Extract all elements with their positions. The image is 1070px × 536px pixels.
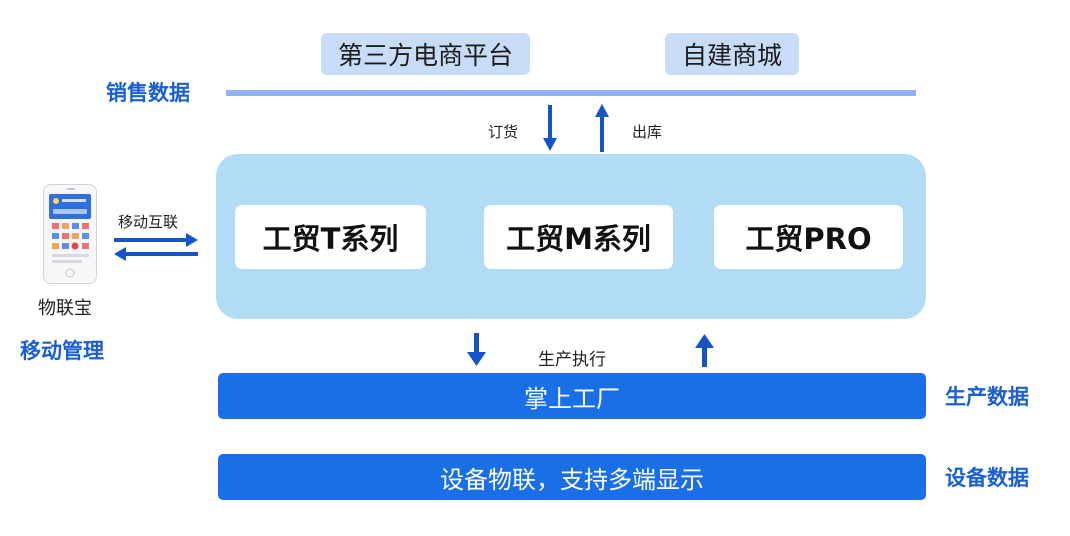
right-arrow (114, 233, 198, 247)
production-execution-label: 生产执行 (538, 350, 606, 370)
mobile-internet-arrows (114, 233, 198, 261)
order-label: 订货 (488, 123, 519, 141)
device-iot-bar: 设备物联，支持多端显示 (218, 454, 926, 500)
left-arrow (114, 247, 198, 261)
product-m-series-label: 工贸M系列 (506, 222, 651, 256)
production-data-label: 生产数据 (945, 385, 1029, 409)
own-mall-label: 自建商城 (681, 41, 782, 70)
third-party-platform-box: 第三方电商平台 (321, 33, 530, 75)
mobile-management-label: 移动管理 (20, 339, 104, 363)
sales-data-line (226, 90, 916, 96)
outbound-label: 出库 (632, 123, 663, 141)
production-execution-arrows (467, 333, 714, 367)
third-party-platform-label: 第三方电商平台 (337, 41, 513, 70)
product-t-series-label: 工贸T系列 (262, 222, 399, 256)
device-iot-label: 设备物联，支持多端显示 (440, 465, 704, 494)
product-m-series-box: 工贸M系列 (484, 205, 673, 269)
production-down-arrow (467, 333, 486, 366)
product-pro-box: 工贸PRO (714, 205, 903, 269)
palm-factory-label: 掌上工厂 (524, 384, 620, 413)
sales-data-label: 销售数据 (106, 81, 190, 105)
app-screenshot-icon (49, 188, 91, 278)
app-name-label: 物联宝 (38, 298, 92, 319)
palm-factory-bar: 掌上工厂 (218, 373, 926, 419)
order-outbound-arrows (543, 104, 609, 152)
product-t-series-box: 工贸T系列 (235, 205, 426, 269)
phone-illustration (43, 184, 97, 284)
own-mall-box: 自建商城 (665, 33, 799, 75)
production-up-arrow (695, 334, 714, 367)
product-pro-label: 工贸PRO (745, 222, 872, 256)
device-data-label: 设备数据 (945, 466, 1029, 490)
outbound-up-arrow (595, 104, 609, 152)
order-down-arrow (543, 105, 557, 151)
mobile-internet-label: 移动互联 (118, 213, 179, 231)
